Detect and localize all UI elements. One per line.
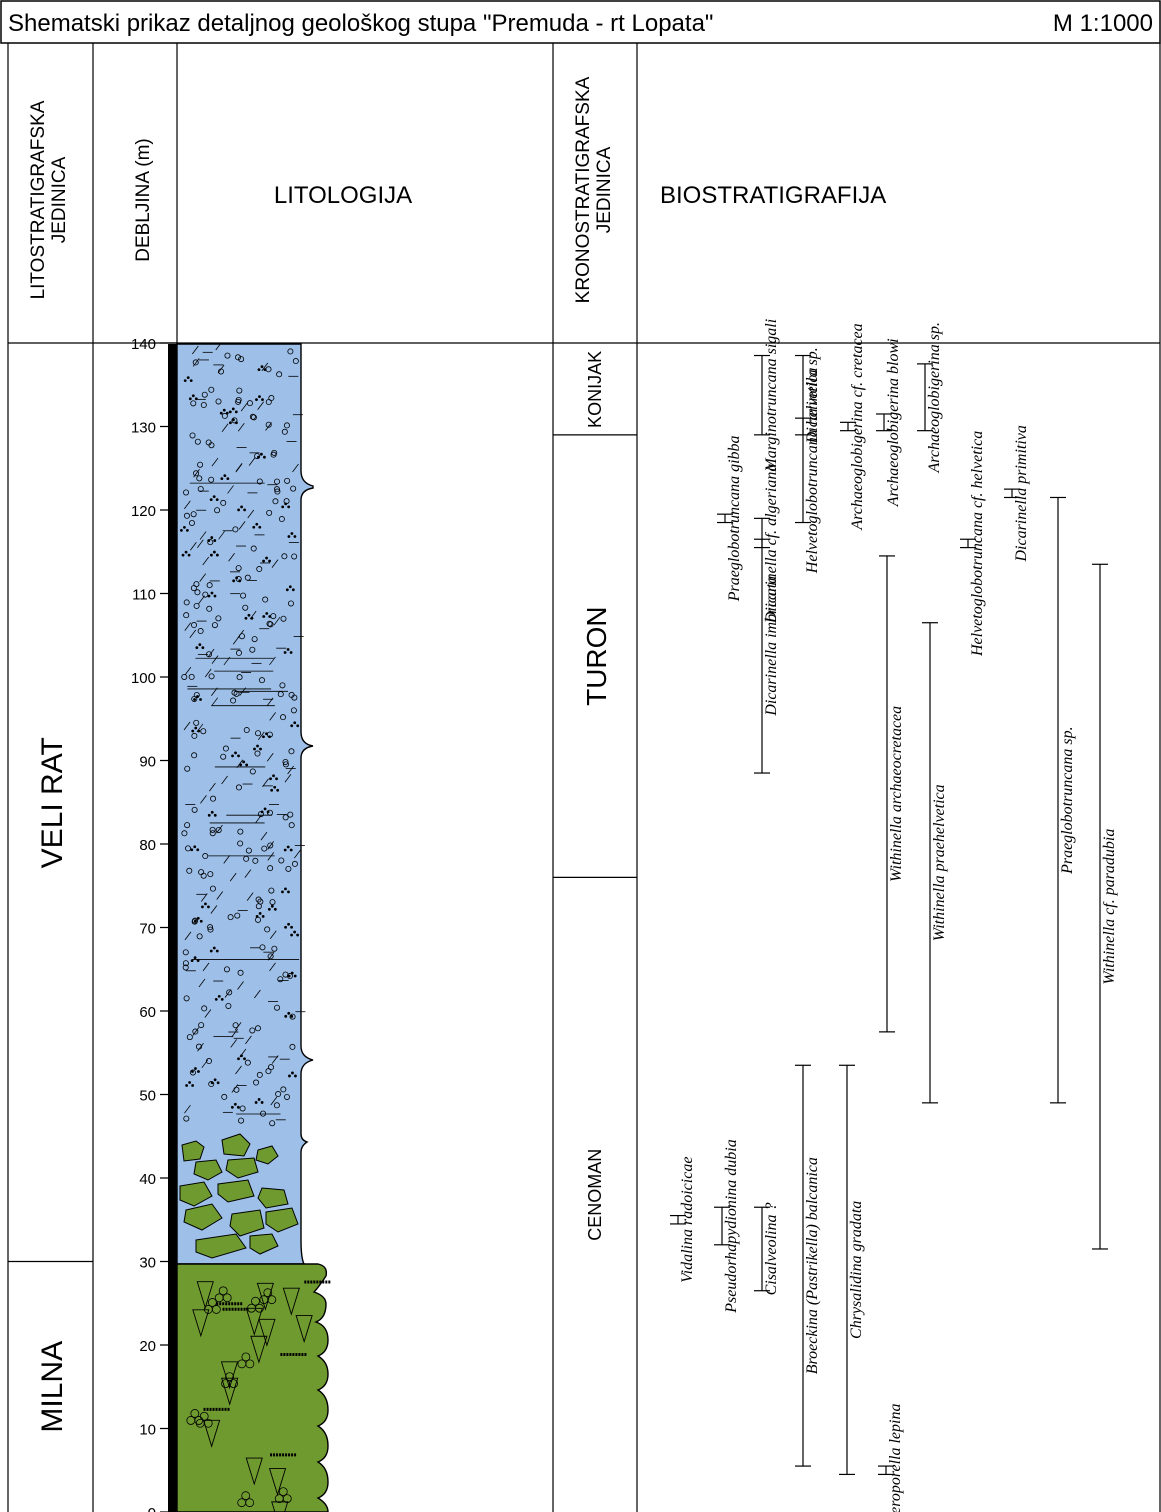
lithology-column bbox=[176, 343, 331, 1512]
taxon-range: Helvetoglobotruncana helvetica bbox=[795, 367, 821, 574]
taxon-label: Heteroporella lepina bbox=[887, 1404, 904, 1512]
taxon-label: Chrysalidina gradata bbox=[848, 1201, 865, 1339]
depth-tick-label: 70 bbox=[139, 921, 156, 938]
taxon-range: Archaeoglobigerina sp. bbox=[917, 322, 943, 474]
taxon-label: Dicarinella primitiva bbox=[1013, 425, 1030, 562]
taxon-label: Praeglobotruncana gibba bbox=[726, 435, 743, 602]
taxon-range: Dicarinella imbricata bbox=[754, 517, 780, 774]
taxon-label: Marginotruncana sigali bbox=[763, 319, 780, 473]
depth-tick-label: 40 bbox=[139, 1171, 156, 1188]
taxon-range: Withinella archaeocretacea bbox=[879, 555, 905, 1033]
depth-tick-label: 130 bbox=[131, 420, 156, 437]
taxon-range: Dicarinella sp. bbox=[795, 347, 821, 444]
taxon-label: Withinella cf. paradubia bbox=[1101, 829, 1118, 985]
depth-tick-label: 80 bbox=[139, 837, 156, 854]
taxon-range: Pseudorhapydionina dubia bbox=[714, 1139, 740, 1314]
chronostrat-unit-konijak: KONIJAK bbox=[585, 351, 605, 428]
taxon-range: Chrysalidina gradata bbox=[839, 1064, 865, 1476]
header-lithostrat-line1: LITOSTRATIGRAFSKA bbox=[28, 100, 49, 299]
column-headers: LITOSTRATIGRAFSKA JEDINICA DEBLJINA (m) … bbox=[28, 76, 886, 303]
taxon-range: Archaeoglobigerina cf. cretacea bbox=[840, 323, 866, 531]
taxon-range: Praeglobotruncana sp. bbox=[1050, 496, 1076, 1104]
chronostrat-unit-turon: TURON bbox=[581, 606, 612, 706]
taxon-label: Vidalina radoicicae bbox=[679, 1157, 696, 1283]
taxon-range: Praeglobotruncana gibba bbox=[717, 435, 743, 602]
depth-tick-label: 10 bbox=[139, 1422, 156, 1439]
taxon-range: Helvetoglobotruncana cf. helvetica bbox=[960, 431, 986, 657]
taxon-range: Withinella praehelvetica bbox=[922, 622, 948, 1104]
diagram-title: Shematski prikaz detaljnog geološkog stu… bbox=[8, 10, 713, 37]
depth-tick-label: 90 bbox=[139, 754, 156, 771]
chronostrat-units: KONIJAK TURON CENOMAN bbox=[553, 351, 637, 1241]
header-thickness: DEBLJINA (m) bbox=[133, 138, 154, 262]
taxon-range: Vidalina radoicicae bbox=[670, 1157, 696, 1283]
depth-tick-label: 100 bbox=[131, 670, 156, 687]
taxon-label: Dicarinella imbricata bbox=[763, 576, 780, 717]
lithostrat-unit-milna: MILNA bbox=[36, 1341, 69, 1433]
header-chronostrat-line1: KRONOSTRATIGRAFSKA bbox=[573, 76, 594, 303]
depth-tick-label: 0 bbox=[148, 1505, 156, 1512]
taxon-label: Dicarinella sp. bbox=[804, 347, 821, 444]
column-grid bbox=[7, 43, 1161, 1512]
taxon-label: Helvetoglobotruncana cf. helvetica bbox=[969, 431, 986, 657]
taxon-label: Broeckina (Pastrikella) balcanica bbox=[804, 1157, 821, 1374]
breccia-blocks bbox=[179, 1133, 299, 1259]
scale-label: M 1:1000 bbox=[1053, 10, 1153, 37]
taxon-label: Archaeoglobigerina cf. cretacea bbox=[849, 323, 866, 530]
depth-tick-label: 110 bbox=[132, 587, 156, 604]
header-chronostrat-line2: JEDINICA bbox=[594, 146, 615, 233]
taxon-range: Withinella cf. paradubia bbox=[1092, 563, 1118, 1250]
taxon-label: Pseudorhapydionina dubia bbox=[723, 1139, 740, 1313]
depth-scale: 1401301201101009080706050403020100 bbox=[131, 336, 177, 1512]
taxon-label: Helvetoglobotruncana helvetica bbox=[804, 367, 821, 574]
depth-tick-label: 50 bbox=[139, 1088, 156, 1105]
rudist-limestone-body bbox=[176, 1263, 329, 1512]
title-bar bbox=[0, 0, 1161, 44]
taxon-range: Heteroporella lepina bbox=[878, 1404, 904, 1512]
taxon-range: Cisalveolina ? bbox=[754, 1203, 780, 1296]
taxon-label: Withinella praehelvetica bbox=[931, 784, 948, 941]
depth-tick-label: 30 bbox=[139, 1255, 156, 1272]
biostrat-ranges: Dicarinella cf. algerianaPraeglobotrunca… bbox=[670, 319, 1118, 1512]
depth-tick-label: 60 bbox=[139, 1004, 156, 1021]
taxon-range: Dicarinella primitiva bbox=[1004, 425, 1030, 563]
taxon-range: Broeckina (Pastrikella) balcanica bbox=[795, 1064, 821, 1467]
taxon-label: Archaeoglobigerina sp. bbox=[926, 322, 943, 474]
depth-tick-label: 140 bbox=[131, 336, 156, 353]
taxon-range: Archaeoglobigerina blowi bbox=[876, 338, 902, 507]
header-lithology: LITOLOGIJA bbox=[274, 182, 412, 209]
header-lithostrat-line2: JEDINICA bbox=[49, 156, 70, 243]
depth-tick-label: 120 bbox=[131, 503, 156, 520]
taxon-label: Praeglobotruncana sp. bbox=[1059, 726, 1076, 875]
lithostrat-unit-veli-rat: VELI RAT bbox=[36, 737, 69, 868]
taxon-label: Archaeoglobigerina blowi bbox=[885, 338, 902, 507]
header-biostrat: BIOSTRATIGRAFIJA bbox=[660, 182, 886, 209]
limestone-body bbox=[176, 343, 314, 1265]
lithostrat-units: VELI RAT MILNA bbox=[8, 737, 93, 1433]
taxon-label: Withinella archaeocretacea bbox=[888, 706, 905, 882]
taxon-label: Cisalveolina ? bbox=[763, 1203, 780, 1296]
taxon-range: Marginotruncana sigali bbox=[754, 319, 780, 473]
chronostrat-unit-cenoman: CENOMAN bbox=[585, 1149, 605, 1241]
taxon-label: Dicarinella cf. algeriana bbox=[763, 464, 780, 625]
depth-tick-label: 20 bbox=[139, 1338, 156, 1355]
